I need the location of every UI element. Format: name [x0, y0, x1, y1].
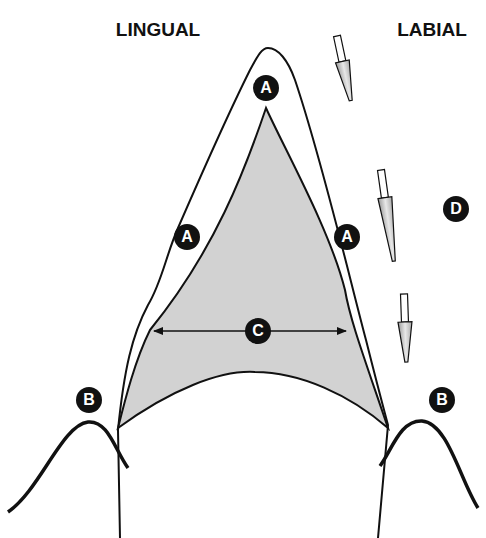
callout-letter: A	[174, 224, 200, 250]
callout-letter: B	[76, 387, 102, 413]
needle	[330, 35, 357, 102]
gingiva-right	[380, 421, 478, 508]
tooth-outline	[118, 48, 388, 538]
callout-letter: A	[334, 224, 360, 250]
needle	[397, 294, 413, 362]
pulp-chamber	[118, 108, 388, 428]
callout-letter: D	[443, 196, 469, 222]
callout-letter: B	[429, 387, 455, 413]
side-label: LINGUAL	[116, 19, 200, 41]
callout-letter: A	[253, 75, 279, 101]
callout-letter: C	[245, 318, 271, 344]
gingiva-left	[8, 422, 128, 512]
needle	[374, 169, 401, 262]
side-label: LABIAL	[397, 19, 467, 41]
